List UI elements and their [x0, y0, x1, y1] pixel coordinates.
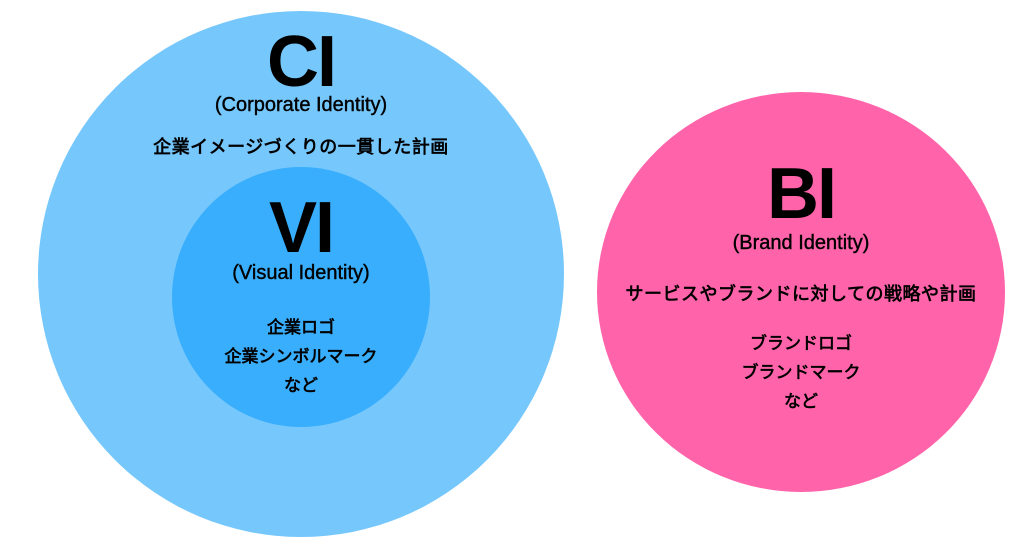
vi-circle — [172, 167, 430, 427]
ci-full-name: (Corporate Identity) — [214, 94, 388, 116]
bi-example-item: など — [784, 392, 818, 412]
ci-abbr: CI — [267, 22, 337, 102]
bi-description: サービスやブランドに対しての戦略や計画 — [625, 284, 977, 305]
bi-example-item: ブランドロゴ — [750, 334, 852, 354]
ci-description: 企業イメージづくりの一貫した計画 — [153, 137, 449, 158]
vi-abbr: VI — [268, 188, 335, 268]
bi-example-item: ブランドマーク — [741, 363, 861, 383]
bi-circle — [597, 92, 1005, 492]
vi-examples: 企業ロゴ 企業シンボルマーク など — [172, 314, 430, 401]
bi-abbr: BI — [767, 154, 837, 234]
vi-example-item: など — [284, 376, 318, 396]
bi-full-name: (Brand Identity) — [732, 232, 870, 254]
vi-full-name: (Visual Identity) — [232, 262, 370, 284]
vi-example-item: 企業ロゴ — [267, 318, 335, 338]
vi-example-item: 企業シンボルマーク — [224, 347, 378, 367]
bi-examples: ブランドロゴ ブランドマーク など — [597, 330, 1005, 417]
